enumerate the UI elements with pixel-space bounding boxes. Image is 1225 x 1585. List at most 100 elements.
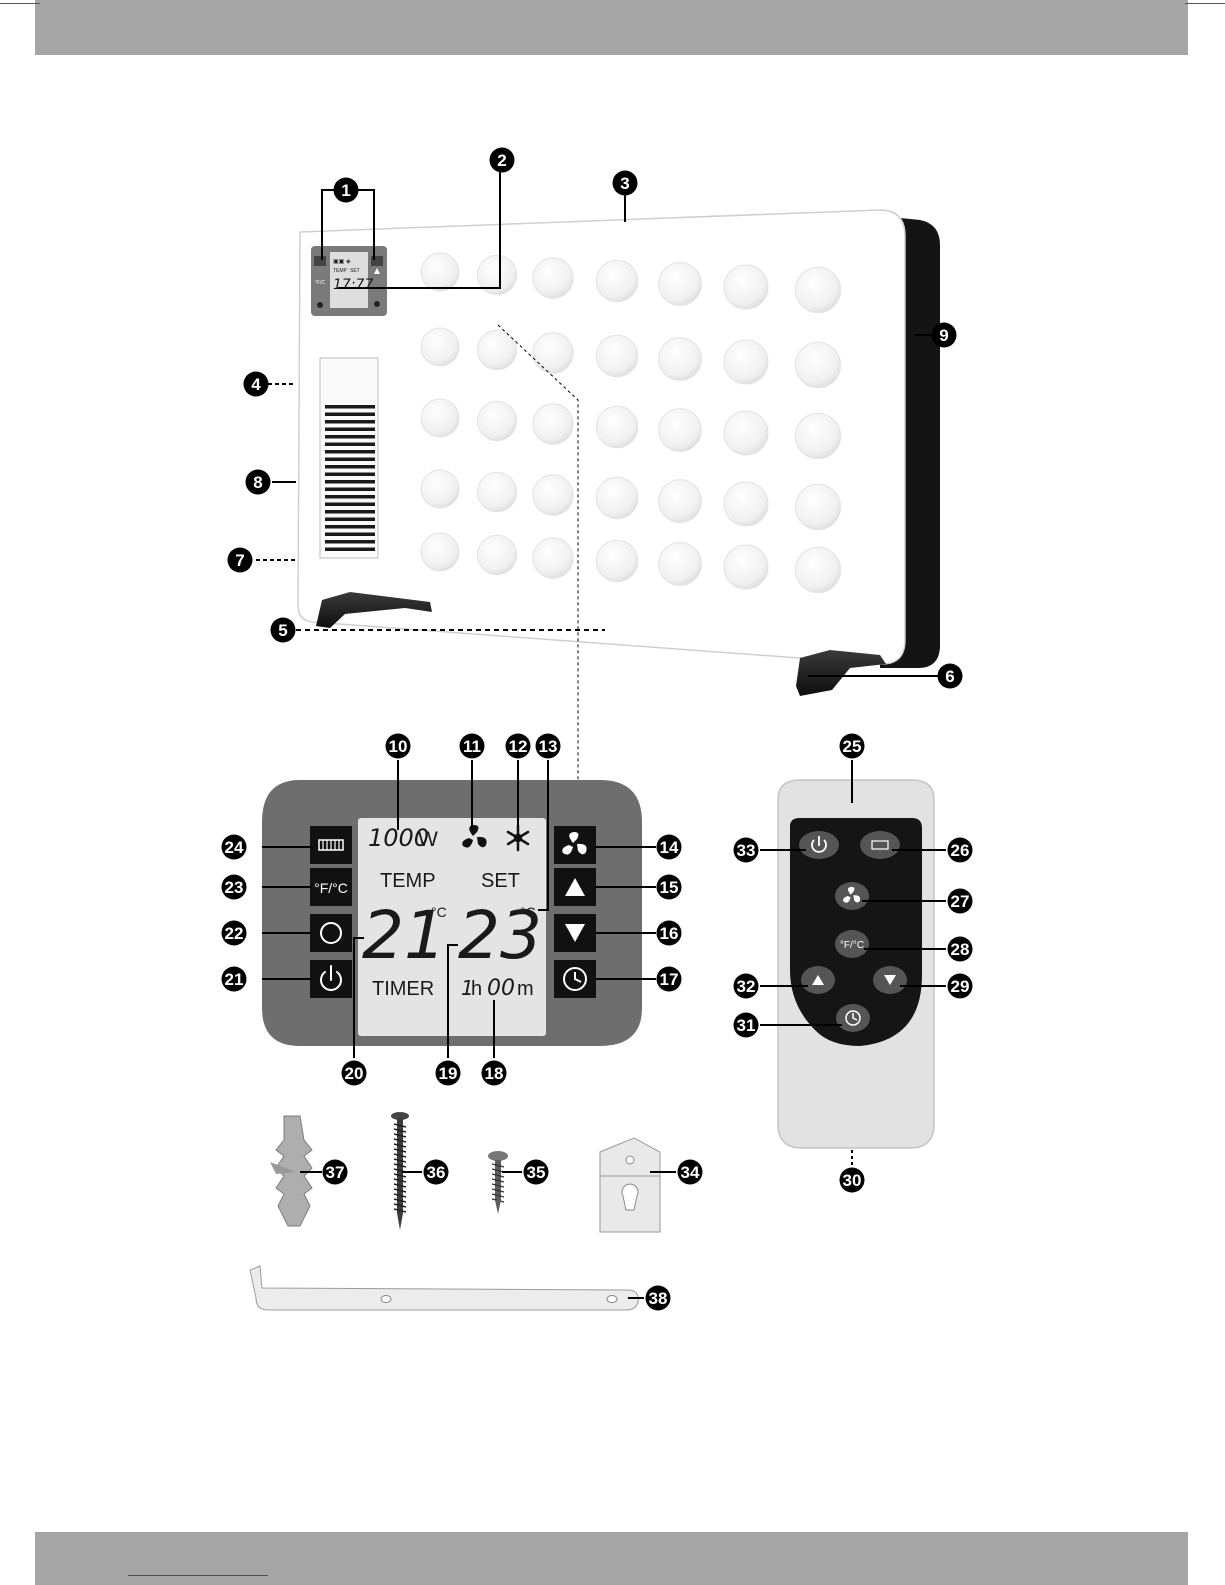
svg-text:▣▣ ◈: ▣▣ ◈ <box>333 259 351 265</box>
set-label: SET <box>481 870 520 892</box>
callout-number: 1 <box>341 181 350 200</box>
callout-number: 17 <box>660 970 679 989</box>
power-button[interactable] <box>310 960 352 998</box>
callout-badge: 9 <box>932 323 957 348</box>
short-screw <box>488 1151 508 1214</box>
callout-number: 8 <box>253 473 262 492</box>
timer-minutes: 00 <box>487 976 515 1001</box>
heater-dimple <box>795 547 840 592</box>
temp-up-button[interactable] <box>554 868 596 906</box>
callout-number: 37 <box>326 1163 345 1182</box>
heater-dimple <box>596 260 638 302</box>
callout-badge: 4 <box>244 372 269 397</box>
heater-foot-right <box>796 650 886 696</box>
heat-mode-button[interactable] <box>310 826 352 864</box>
remote-up-button[interactable] <box>801 966 835 994</box>
heater-dimple <box>724 340 768 384</box>
callout-number: 7 <box>235 551 244 570</box>
callout-badge: 5 <box>271 618 296 643</box>
current-temp-unit: °C <box>431 904 447 920</box>
timer-button[interactable] <box>554 960 596 998</box>
callout-badge: 7 <box>228 548 253 573</box>
callout-number: 9 <box>939 326 948 345</box>
callout-number: 36 <box>427 1163 446 1182</box>
heater-dimple <box>795 342 840 387</box>
set-temp-unit: °C <box>520 904 536 920</box>
heater-dimple <box>477 401 516 440</box>
callout-badge: 29 <box>948 974 973 999</box>
callout-badge: 28 <box>948 937 973 962</box>
callout-badge: 37 <box>323 1160 348 1185</box>
callout-number: 19 <box>439 1064 458 1083</box>
callout-number: 16 <box>660 924 679 943</box>
callout-number: 10 <box>389 737 408 756</box>
heater-dimple <box>596 406 638 448</box>
remote-down-button[interactable] <box>873 966 907 994</box>
temp-down-button[interactable] <box>554 914 596 952</box>
mini-power-icon <box>317 302 323 308</box>
grille-slat <box>325 435 375 439</box>
callout-badge: 13 <box>536 734 561 759</box>
callout-badge: 34 <box>678 1160 703 1185</box>
callout-badge: 1 <box>334 178 359 203</box>
grille-slat <box>325 473 375 477</box>
grille-slat <box>325 503 375 507</box>
heater-dimple <box>659 409 702 452</box>
heater-dimple <box>477 535 516 574</box>
remote-unit-button[interactable]: °F/°C <box>835 930 869 958</box>
heater-dimple <box>533 258 573 298</box>
grille-slat <box>325 450 375 454</box>
callout-number: 31 <box>737 1016 756 1035</box>
callout-badge: 26 <box>948 838 973 863</box>
fan-button[interactable] <box>554 826 596 864</box>
callout-badge: 32 <box>734 974 759 999</box>
callout-badge: 10 <box>386 734 411 759</box>
callout-badge: 20 <box>342 1061 367 1086</box>
callout-number: 2 <box>497 151 506 170</box>
callout-badge: 38 <box>646 1286 671 1311</box>
svg-text:17:77: 17:77 <box>333 277 373 293</box>
heater-dimple <box>795 484 840 529</box>
callout-number: 13 <box>539 737 558 756</box>
grille-slat <box>325 495 375 499</box>
heater-dimple <box>421 253 459 291</box>
heater-dimple <box>421 328 459 366</box>
heater-dimple <box>477 330 516 369</box>
callout-badge: 33 <box>734 838 759 863</box>
heater-dimple <box>421 470 459 508</box>
remote-heat-button[interactable] <box>860 831 900 859</box>
callout-badge: 19 <box>436 1061 461 1086</box>
wattage-unit: W <box>418 828 438 851</box>
heater-dimple <box>477 472 516 511</box>
remote-unit-label: °F/°C <box>840 940 864 951</box>
heater-dimple <box>596 540 638 582</box>
heater-dimple <box>533 538 573 578</box>
callout-number: 18 <box>485 1064 504 1083</box>
heater-dimple <box>421 533 459 571</box>
callout-number: 29 <box>951 977 970 996</box>
grille-slat <box>325 518 375 522</box>
callout-number: 32 <box>737 977 756 996</box>
grille-slat <box>325 405 375 409</box>
callout-number: 28 <box>951 940 970 959</box>
mode-circle-button[interactable] <box>310 914 352 952</box>
unit-toggle-button[interactable]: °F/°C <box>310 868 352 906</box>
heater-dimple <box>795 413 840 458</box>
callout-badge: 36 <box>424 1160 449 1185</box>
callout-badge: 31 <box>734 1013 759 1038</box>
heater-dimple <box>533 475 573 515</box>
callout-badge: 27 <box>948 889 973 914</box>
callout-number: 15 <box>660 878 679 897</box>
remote-power-button[interactable] <box>799 831 839 859</box>
callout-badge: 23 <box>222 875 247 900</box>
mini-button <box>371 256 383 266</box>
callout-badge: 35 <box>524 1160 549 1185</box>
remote-fan-button[interactable] <box>835 882 869 910</box>
callout-number: 26 <box>951 841 970 860</box>
remote-timer-button[interactable] <box>836 1004 870 1032</box>
callout-badge: 24 <box>222 835 247 860</box>
heater-dimple <box>533 333 573 373</box>
grille-slat <box>325 488 375 492</box>
callout-badge: 12 <box>506 734 531 759</box>
